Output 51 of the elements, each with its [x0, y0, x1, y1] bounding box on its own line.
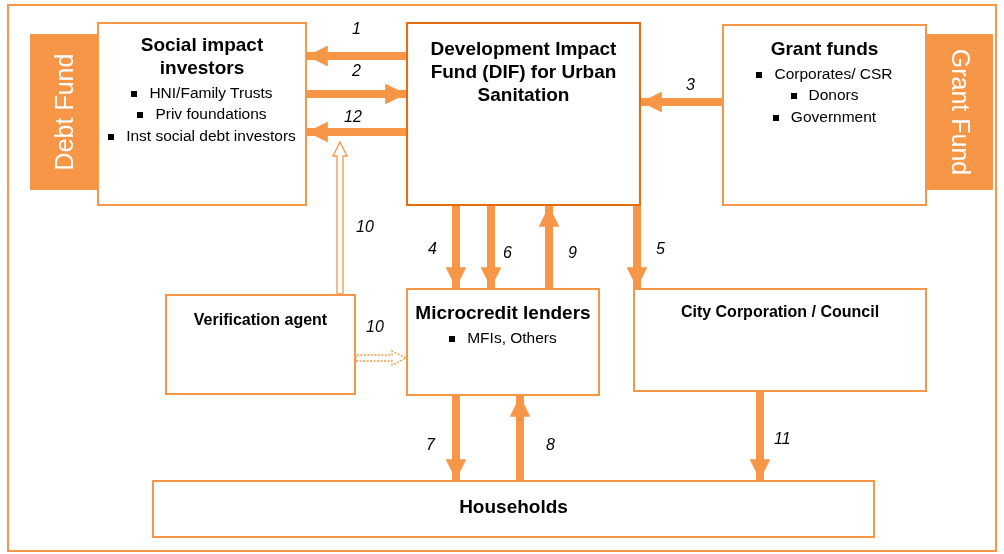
arrow	[749, 392, 771, 480]
arrow	[307, 45, 406, 67]
edge-label: 2	[352, 62, 361, 80]
fund-band	[30, 34, 98, 190]
entity-box	[97, 22, 307, 206]
edge-label: 1	[352, 20, 361, 38]
edge-label: 4	[428, 240, 437, 258]
arrow	[445, 206, 467, 288]
arrow	[641, 91, 722, 113]
fund-box	[406, 22, 641, 206]
entity-box	[406, 288, 600, 396]
entity-box	[165, 294, 356, 395]
box-heading: Grant funds	[769, 38, 880, 61]
edge-label: 8	[546, 436, 555, 454]
fund-band	[927, 34, 993, 190]
edge-label: 11	[774, 430, 791, 448]
edge-label: 10	[366, 318, 384, 336]
edge-label: 9	[568, 244, 577, 262]
bullet-item: Government	[790, 108, 877, 126]
arrow	[626, 206, 648, 288]
edge-label: 10	[356, 218, 374, 236]
bullet-item: Inst social debt investors	[126, 126, 296, 144]
bullet-item: Corporates/ CSR	[774, 64, 893, 82]
entity-box	[152, 480, 875, 538]
bullet-item: Donors	[808, 86, 859, 104]
edge-label: 6	[503, 244, 512, 262]
band-label: Debt Fund	[49, 53, 79, 171]
edge-label: 5	[656, 240, 665, 258]
box-heading: Households	[458, 496, 569, 519]
arrow	[331, 140, 349, 295]
arrow	[509, 396, 531, 480]
band-label: Grant Fund	[945, 48, 975, 176]
entity-box	[722, 24, 927, 206]
box-heading: Development Impact Fund (DIF) for Urban Sanitation	[429, 38, 618, 107]
entity-box	[633, 288, 927, 392]
bullet-item: MFIs, Others	[467, 328, 557, 346]
box-heading: Verification agent	[192, 310, 329, 330]
bullet-item: Priv foundations	[155, 105, 267, 123]
box-heading: Microcredit lenders	[414, 302, 592, 325]
arrow	[538, 206, 560, 288]
edge-label: 3	[686, 76, 695, 94]
arrow	[480, 206, 502, 288]
box-heading: City Corporation / Council	[679, 302, 881, 322]
arrow	[445, 396, 467, 480]
arrow	[355, 349, 408, 367]
box-heading: Social impact investors	[139, 34, 265, 80]
edge-label: 12	[344, 108, 362, 126]
edge-label: 7	[426, 436, 435, 454]
arrow	[307, 121, 406, 143]
arrow	[307, 83, 406, 105]
bullet-item: HNI/Family Trusts	[149, 83, 273, 101]
